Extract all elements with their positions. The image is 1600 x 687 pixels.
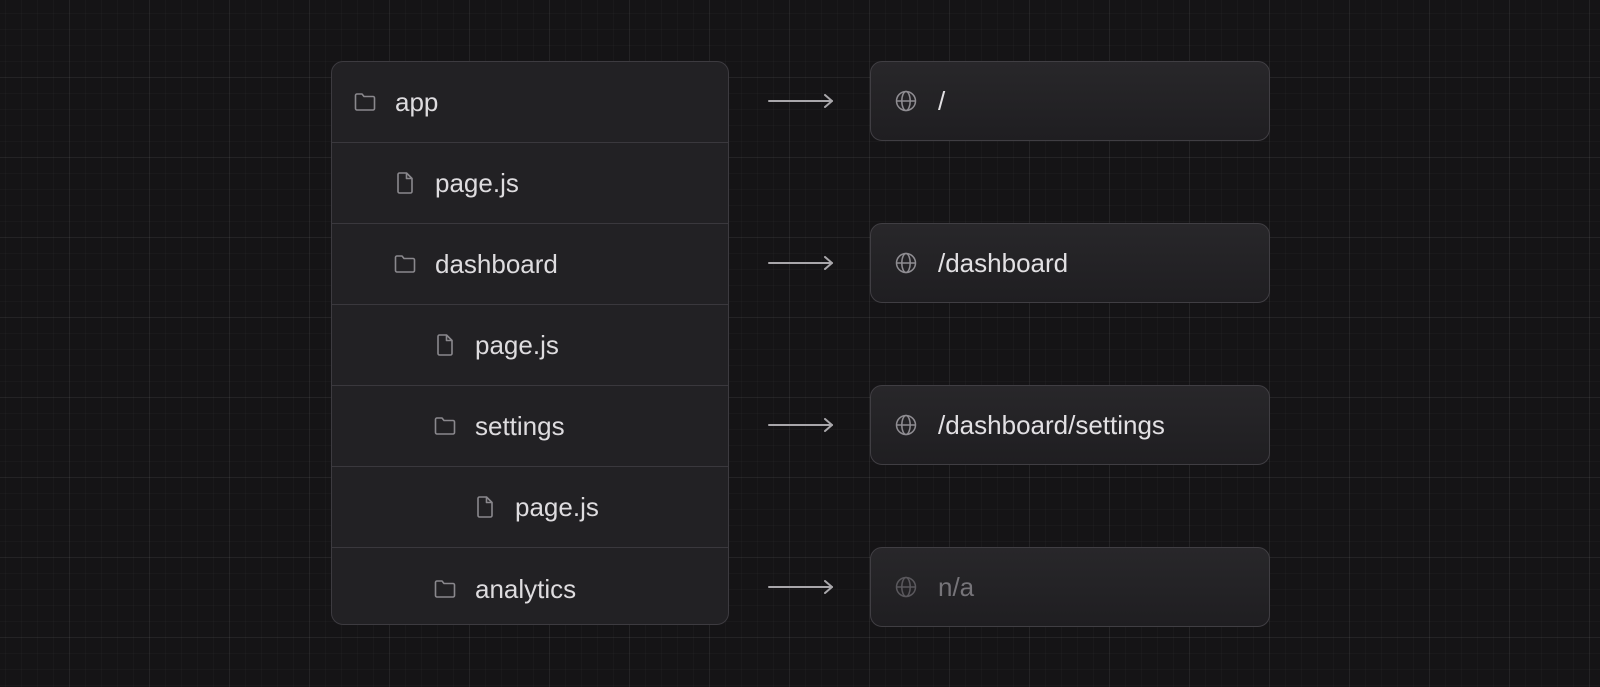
tree-row-label: analytics — [475, 573, 577, 604]
route-not-applicable: n/a — [870, 547, 1270, 627]
folder-icon — [434, 414, 456, 438]
tree-row-label: page.js — [475, 330, 559, 360]
tree-row-dashboard: dashboard — [332, 224, 728, 305]
route-path: /dashboard/settings — [938, 409, 1165, 440]
arrow-right-icon — [768, 94, 834, 108]
tree-row-label: dashboard — [435, 249, 558, 279]
globe-icon — [895, 414, 917, 436]
globe-icon — [895, 252, 917, 274]
tree-row-label: app — [395, 87, 439, 117]
tree-row-page-js: page.js — [332, 467, 728, 548]
route-dashboard-settings: /dashboard/settings — [870, 385, 1270, 465]
route-path: n/a — [938, 571, 975, 602]
tree-row-page-js: page.js — [332, 305, 728, 386]
tree-row-label: page.js — [515, 492, 599, 522]
folder-icon — [394, 252, 416, 276]
tree-row-label: page.js — [435, 168, 519, 198]
route-root: / — [870, 61, 1270, 141]
tree-row-analytics: analytics — [332, 548, 728, 624]
file-icon — [394, 171, 416, 195]
tree-row-label: settings — [475, 411, 565, 441]
route-dashboard: /dashboard — [870, 223, 1270, 303]
tree-row-settings: settings — [332, 386, 728, 467]
file-icon — [474, 495, 496, 519]
globe-icon — [895, 576, 917, 598]
file-icon — [434, 333, 456, 357]
folder-icon — [354, 90, 376, 114]
globe-icon — [895, 90, 917, 112]
route-path: /dashboard — [938, 247, 1069, 278]
tree-row-page-js: page.js — [332, 143, 728, 224]
arrow-right-icon — [768, 418, 834, 432]
tree-row-app: app — [332, 62, 728, 143]
arrow-right-icon — [768, 256, 834, 270]
file-tree: app page.js dashboard page.js — [331, 61, 729, 625]
folder-icon — [434, 577, 456, 601]
arrow-right-icon — [768, 580, 834, 594]
route-path: / — [938, 85, 946, 116]
